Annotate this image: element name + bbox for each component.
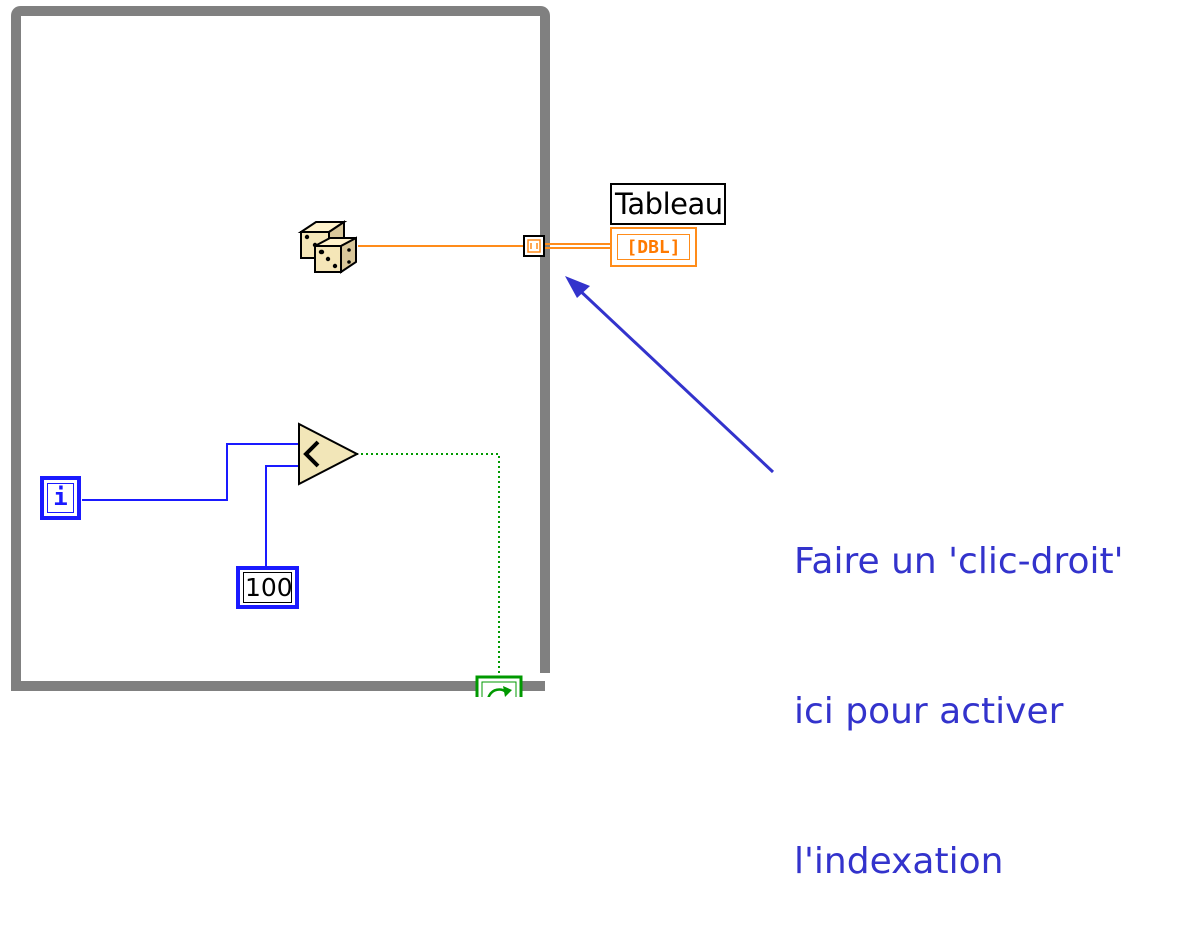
annotation-line-3: l'indexation [794, 841, 1004, 882]
iteration-terminal-text: i [47, 483, 74, 513]
iteration-terminal[interactable]: i [40, 476, 81, 520]
while-loop-frame[interactable] [11, 6, 553, 691]
constant-wire[interactable] [265, 465, 304, 566]
numeric-constant[interactable]: 100 [236, 566, 299, 609]
array-indicator-terminal[interactable]: [DBL] [610, 227, 697, 267]
numeric-constant-value: 100 [243, 572, 293, 603]
indicator-label[interactable]: Tableau [610, 183, 726, 225]
annotation-line-1: Faire un 'clic-droit' [794, 541, 1124, 582]
annotation-line-2: ici pour activer [794, 691, 1064, 732]
boolean-wire[interactable] [356, 453, 500, 677]
indexing-tunnel-icon[interactable] [523, 235, 545, 257]
dice-icon[interactable] [297, 220, 357, 274]
iteration-wire[interactable] [82, 443, 304, 501]
loop-condition-icon[interactable] [475, 675, 523, 697]
indicator-type-text: [DBL] [617, 234, 690, 260]
while-loop-diagram [11, 6, 775, 697]
annotation-arrow [565, 276, 775, 474]
array-wire-outside[interactable] [545, 243, 611, 249]
less-than-icon[interactable] [298, 422, 360, 486]
annotation-text: Faire un 'clic-droit' ici pour activer l… [794, 437, 1194, 937]
